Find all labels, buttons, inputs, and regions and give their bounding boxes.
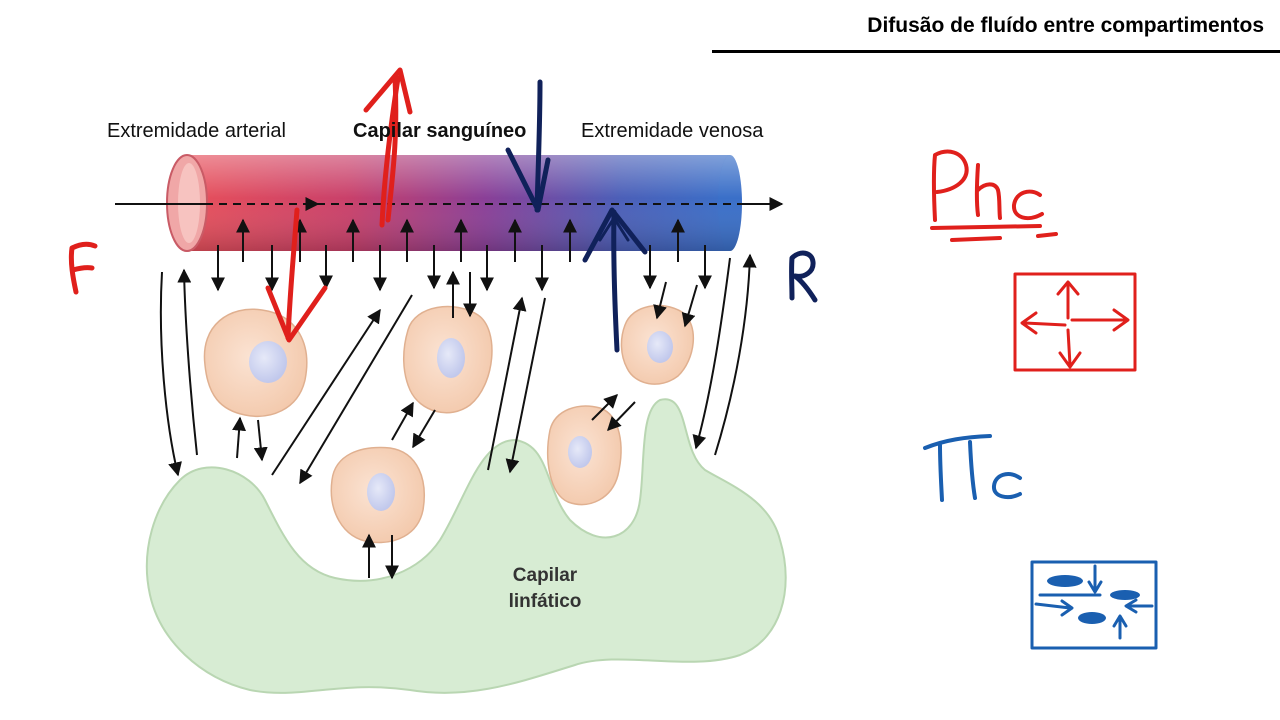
blue-annotations [923,434,1158,650]
page-title: Difusão de fluído entre compartimentos [867,14,1264,37]
lymphatic-label-line2: linfático [508,591,582,612]
letter-f [68,241,98,295]
lymphatic-label-line1: Capilar [512,565,578,586]
tissue-cell [403,305,493,414]
blood-capillary-label: Capilar sanguíneo [353,120,527,142]
exchange-arrows [211,218,712,292]
pi-c-text [923,434,1022,502]
red-arrow-down [285,207,300,341]
tissue-cell [547,405,622,506]
tissue-cell [203,308,308,417]
lymphatic-capillary [145,398,787,694]
tissue-cell [330,446,425,544]
red-annotations [68,67,1137,372]
title-underline [712,50,1280,53]
protein-blobs [1047,575,1140,624]
navy-annotations [505,79,818,353]
long-exchange-arrows [159,253,757,580]
navy-arrow-up [611,209,620,353]
phc-text [930,149,1058,242]
interstitial-cells [203,304,695,544]
letter-r [789,250,818,303]
hydrostatic-pressure-box [1013,272,1137,372]
arterial-end-label: Extremidade arterial [107,120,286,142]
venous-end-label: Extremidade venosa [581,120,764,142]
oncotic-pressure-box [1030,560,1158,650]
lymphatic-capillary-label: Capilar linfático [470,563,620,615]
navy-arrow-down [534,79,543,213]
